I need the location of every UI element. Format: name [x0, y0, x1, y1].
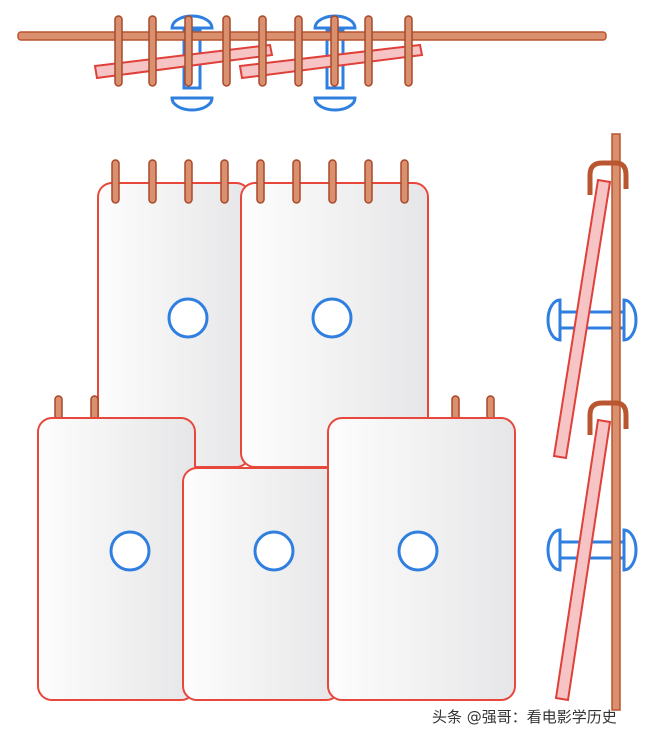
spiral-ring [222, 15, 231, 87]
spiral-ring [114, 15, 123, 87]
side-pin-icon [546, 528, 638, 572]
spiral-ring [292, 159, 301, 204]
spiral-ring [184, 159, 193, 204]
spiral-ring [184, 15, 193, 87]
spiral-ring [328, 159, 337, 204]
vertical-rod [611, 133, 621, 711]
back-pad-rings [111, 159, 409, 204]
side-ring [587, 400, 629, 435]
hanging-hole [311, 297, 353, 339]
hanging-hole [253, 530, 295, 572]
spiral-ring [111, 159, 120, 204]
watermark: 头条 @强哥：看电影学历史 [432, 708, 617, 726]
top-rod [17, 31, 607, 41]
spiral-ring [220, 159, 229, 204]
spiral-ring [364, 159, 373, 204]
hanging-hole [397, 530, 439, 572]
spiral-ring [256, 159, 265, 204]
notepad-front-middle [182, 467, 341, 701]
spiral-ring [364, 15, 373, 87]
notepad-front-left [37, 417, 196, 701]
slanted-bar [552, 178, 612, 460]
slanted-bar [554, 418, 612, 702]
spiral-ring [148, 15, 157, 87]
top-rings [114, 15, 413, 87]
spiral-ring [294, 15, 303, 87]
hanging-hole [167, 297, 209, 339]
side-ring [587, 160, 629, 195]
spiral-ring [330, 15, 339, 87]
side-view-assembly [546, 133, 638, 711]
side-pin-icon [546, 298, 638, 342]
hanging-hole [109, 530, 151, 572]
notepad-front-right [327, 417, 516, 701]
spiral-ring [148, 159, 157, 204]
spiral-ring [404, 15, 413, 87]
top-hanging-rod-assembly [17, 14, 607, 112]
spiral-ring [400, 159, 409, 204]
spiral-ring [258, 15, 267, 87]
